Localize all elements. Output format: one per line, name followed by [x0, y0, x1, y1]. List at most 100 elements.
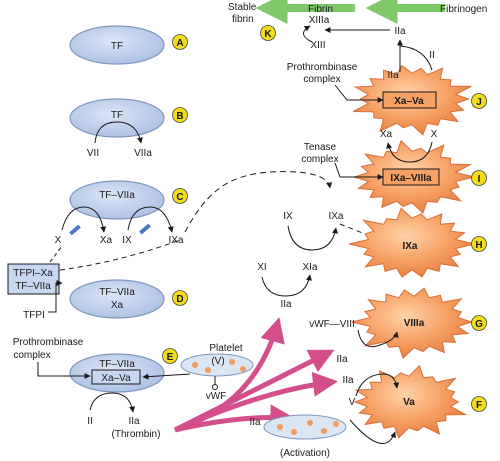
platelet-g	[351, 287, 474, 359]
prothrombinase-pointer-e	[37, 362, 91, 379]
iia-label-f: IIa	[342, 375, 354, 386]
act-granule-4	[321, 428, 327, 434]
platelet-label: Platelet	[209, 343, 243, 354]
tenase-pointer	[334, 162, 384, 180]
activation-platelet	[263, 414, 347, 440]
iia-label-g: IIa	[336, 354, 348, 365]
tfpi-up-dash	[49, 245, 63, 263]
badge-h	[471, 236, 487, 252]
v-to-complex-arrow	[142, 373, 191, 380]
xa-va-box-e	[91, 369, 141, 385]
vwf-knob	[212, 384, 218, 390]
xi-label: XI	[257, 262, 266, 273]
badge-h-text: H	[475, 240, 482, 251]
badge-j-text: J	[476, 97, 482, 108]
platelet-f	[353, 364, 468, 439]
badge-k	[260, 25, 276, 41]
step-b: TF VII VIIa B	[69, 98, 188, 159]
ixa-to-h-dash	[339, 223, 381, 241]
platelet-ellipse	[180, 353, 254, 377]
ix-activation-arrow-h	[287, 225, 338, 251]
platelet-h	[348, 207, 475, 278]
v-to-va-arrow	[355, 373, 400, 397]
prothrombinase-label-j-2: complex	[303, 74, 340, 85]
tf-viia-label-tfpi: TF–VIIa	[15, 281, 51, 292]
tf-viia-label-e: TF–VIIa	[99, 359, 135, 370]
badge-g-text: G	[475, 319, 483, 330]
xia-label: XIa	[302, 262, 317, 273]
ii-to-iia-arrow	[89, 392, 136, 413]
ii-to-iia-arrow-j	[399, 45, 433, 71]
badge-a-text: A	[176, 38, 183, 49]
xiiia-label: XIIIa	[309, 15, 330, 26]
badge-e	[162, 348, 178, 364]
prothrombinase-label-j-1: Prothrombinase	[287, 62, 358, 73]
ii-label-j: II	[429, 50, 435, 61]
prothrombinase-label-e-1: Prothrombinase	[13, 337, 84, 348]
xa-va-label-e: Xa–Va	[101, 373, 131, 384]
ixa-label-h: IXa	[328, 211, 343, 222]
badge-f-text: F	[476, 400, 482, 411]
iia-activation-label: IIa	[249, 417, 261, 428]
tfpi-input-arrow	[48, 280, 63, 313]
tf-ellipse-b	[69, 98, 165, 138]
x-activation-arrow	[61, 206, 107, 233]
ixa-dashed-path	[184, 171, 333, 233]
ix-label-c: IX	[122, 235, 132, 246]
tfpi-box	[7, 263, 60, 295]
vwf-viii-label: vWF—VIII	[309, 319, 355, 330]
x-label-i: X	[431, 129, 438, 140]
act-granule-3	[307, 420, 313, 426]
tfpi-block-ix	[139, 223, 151, 235]
granule-1	[192, 362, 198, 368]
ixa-viiia-box	[382, 168, 440, 186]
badge-b-text: B	[176, 111, 183, 122]
iia-label-j: IIa	[387, 70, 399, 81]
tf-viia-label-c: TF–VIIa	[99, 190, 135, 201]
iia-label-e: IIa	[128, 416, 140, 427]
tenase-label-1: Tenase	[304, 142, 337, 153]
step-h: IX IXa XI XIa IIa	[257, 211, 381, 310]
stable-fibrin-label-1: Stable	[228, 2, 257, 13]
xiii-label: XIII	[310, 40, 325, 51]
act-granule-1	[277, 424, 283, 430]
ii-label-e: II	[87, 416, 93, 427]
tf-viia-ellipse-d	[69, 279, 165, 319]
ixa-viiia-label: IXa–VIIIa	[390, 173, 432, 184]
iia-label-h: IIa	[280, 299, 292, 310]
step-a: TF A	[69, 25, 188, 65]
fibrin-label: Fibrin	[308, 4, 333, 15]
granule-4	[240, 366, 246, 372]
badge-g	[471, 315, 487, 331]
xa-label-d: Xa	[111, 300, 124, 311]
tf-viia-label-d: TF–VIIa	[99, 287, 135, 298]
granule-3	[229, 359, 235, 365]
tf-label-b: TF	[111, 110, 123, 121]
act-granule-2	[291, 429, 297, 435]
vii-label: VII	[87, 148, 99, 159]
ixa-label-c: IXa	[168, 235, 183, 246]
tfpi-from-ixa-dash	[59, 239, 181, 271]
step-e: TF–VIIa Xa–Va Prothrombinase complex II …	[13, 337, 254, 440]
activation-to-f-arrow	[349, 419, 397, 444]
granule-2	[205, 367, 211, 373]
tfpi-block-x	[69, 224, 81, 236]
stable-fibrin-label-2: fibrin	[232, 14, 254, 25]
xi-activation-arrow	[261, 274, 312, 297]
badge-f	[471, 396, 487, 412]
badge-i	[471, 170, 487, 186]
viii-to-viiia-arrow	[357, 329, 399, 348]
thrombin-label: (Thrombin)	[112, 429, 161, 440]
tfpi-xa-label: TFPI–Xa	[13, 268, 53, 279]
xa-va-box-j	[382, 91, 437, 109]
activation-label: (Activation)	[280, 448, 330, 459]
vii-activation-arrow	[94, 121, 143, 144]
fibrin-header: Stable fibrin Fibrin Fibrinogen	[228, 0, 487, 25]
step-g: VIIIa vWF—VIII IIa G	[309, 315, 487, 365]
tfpi-block: TFPI–Xa TF–VIIa TFPI	[7, 239, 181, 321]
tf-ellipse-a	[69, 25, 165, 65]
badge-i-text: I	[478, 174, 481, 185]
platelet-v-label: (V)	[211, 356, 224, 367]
xa-label-i: Xa	[380, 129, 393, 140]
